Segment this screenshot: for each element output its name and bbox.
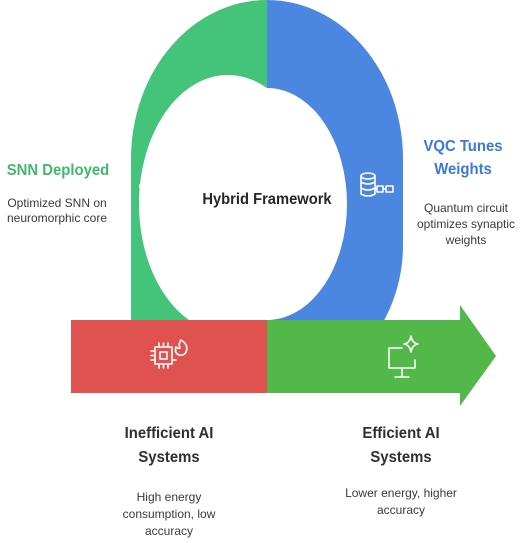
vqc-heading-line1: VQC Tunes: [423, 138, 503, 155]
snn-description: Optimized SNN on neuromorphic core: [6, 196, 108, 225]
inefficient-description-line2: consumption, low: [122, 507, 216, 521]
efficient-description-line1: Lower energy, higher: [345, 486, 457, 500]
vqc-description-line2: optimizes synaptic: [416, 217, 516, 231]
efficient-heading-line1: Efficient AI: [362, 425, 440, 442]
inefficient-description-line3: accuracy: [144, 524, 194, 538]
database-network-icon: [360, 172, 394, 197]
sparkle-atom-icon: [139, 167, 174, 204]
blue-ring-segment: [267, 0, 403, 393]
efficient-arrow: [267, 305, 496, 406]
inefficient-heading-line2: Systems: [138, 449, 200, 466]
center-title: Hybrid Framework: [202, 191, 332, 208]
inefficient-heading-line1: Inefficient AI: [124, 425, 214, 442]
efficient-heading-line2: Systems: [370, 449, 432, 466]
vqc-heading-line2: Weights: [434, 161, 492, 178]
inefficient-description-line1: High energy: [136, 490, 202, 504]
monitor-sparkle-icon: [388, 335, 419, 378]
chip-flame-icon: [150, 339, 188, 369]
inefficient-block: [71, 320, 267, 393]
efficient-description-line2: accuracy: [376, 503, 426, 517]
snn-heading: SNN Deployed: [6, 162, 110, 179]
vqc-description-line1: Quantum circuit: [423, 201, 509, 215]
green-ring-segment: [131, 0, 267, 320]
vqc-description-line3: weights: [445, 233, 487, 247]
